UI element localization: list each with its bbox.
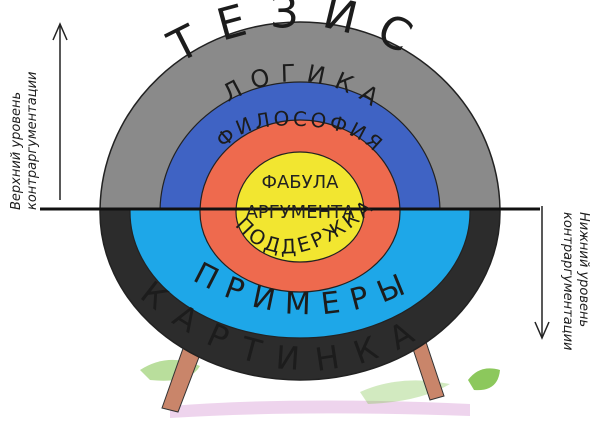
upper-arrowhead-icon bbox=[52, 22, 68, 41]
center-label-fabula: ФАБУЛА bbox=[262, 172, 340, 193]
lower-level-label: Нижний уровень контраргументации bbox=[560, 212, 591, 350]
upper-level-arrow bbox=[52, 22, 68, 200]
upper-level-label: Верхний уровень контраргументации bbox=[9, 72, 40, 210]
ground bbox=[140, 359, 500, 418]
upper-label-line2: контраргументации bbox=[25, 72, 40, 210]
ring-argumenta bbox=[235, 209, 365, 263]
lower-label-line1: Нижний уровень bbox=[576, 212, 591, 327]
ring-fabula bbox=[235, 151, 365, 209]
target-top-half bbox=[99, 21, 501, 209]
lower-level-arrow bbox=[534, 206, 550, 340]
lower-label-line2: контраргументации bbox=[560, 212, 575, 350]
grass-patch-right bbox=[468, 368, 500, 391]
upper-label-line1: Верхний уровень bbox=[9, 92, 24, 210]
ground-strip bbox=[170, 400, 470, 418]
target-bottom-half bbox=[99, 209, 501, 381]
lower-arrowhead-icon bbox=[534, 321, 550, 340]
target-stand bbox=[161, 335, 445, 413]
center-label-argumenta: АРГУМЕНТА bbox=[246, 202, 356, 223]
